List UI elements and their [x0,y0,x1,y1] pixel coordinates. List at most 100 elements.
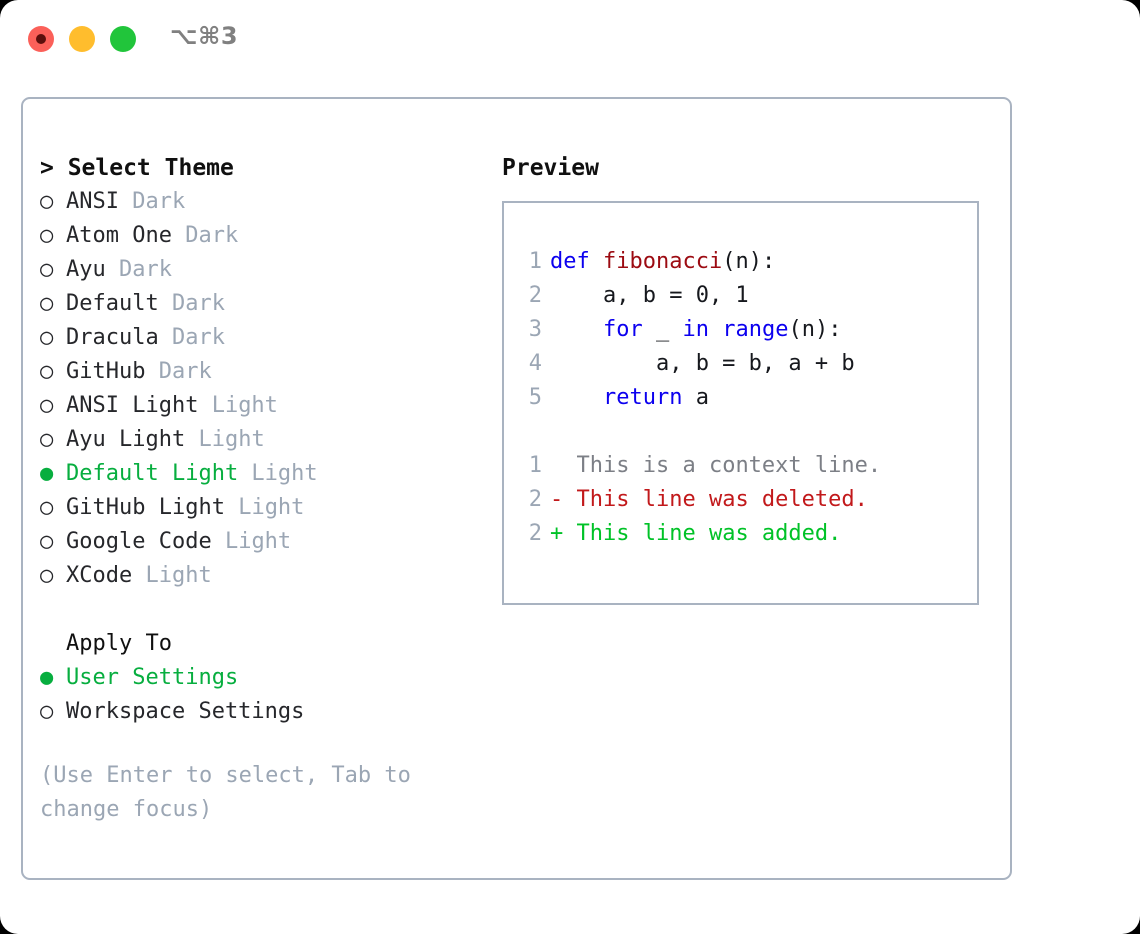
theme-option-label: GitHub [66,359,146,384]
apply-to-option-label: Workspace Settings [66,699,305,724]
list-spacer [40,593,470,627]
code-keyword: for [602,317,643,342]
code-text: a, b = 0, 1 [550,283,749,308]
diff-line: 2- This line was deleted. [520,483,971,517]
diff-text: This line was deleted. [576,487,868,512]
line-number: 2 [528,521,542,546]
theme-option-tag: Light [198,393,278,418]
diff-marker [550,453,577,478]
radio-unselected-icon[interactable]: ○ [40,189,54,214]
code-line: 5 return a [520,381,971,415]
code-text [709,317,722,342]
diff-marker: + [550,521,577,546]
diff-line: 1 This is a context line. [520,449,971,483]
main-panel: > Select Theme ○ANSI Dark○Atom One Dark○… [21,97,1012,880]
radio-unselected-icon[interactable]: ○ [40,699,54,724]
radio-selected-icon[interactable]: ● [40,461,54,486]
line-number: 1 [528,453,542,478]
select-theme-heading: > Select Theme [40,155,234,181]
help-text: (Use Enter to select, Tab to change focu… [40,763,411,822]
theme-option-row[interactable]: ○ Ayu Dark [40,253,470,287]
keyboard-shortcut-label: ⌥⌘3 [170,22,239,50]
code-keyword: def [550,249,603,274]
theme-option-tag: Dark [118,189,186,214]
radio-unselected-icon[interactable]: ○ [40,257,54,282]
code-keyword: return [602,385,683,410]
code-text [550,385,603,410]
radio-unselected-icon[interactable]: ○ [40,529,54,554]
preview-heading: Preview [502,155,599,181]
diff-line: 2+ This line was added. [520,517,971,551]
code-keyword: in [682,317,709,342]
theme-option-label: Ayu [66,257,106,282]
code-function-name: fibonacci [602,249,723,274]
theme-option-tag: Dark [158,325,225,350]
radio-unselected-icon[interactable]: ○ [40,223,54,248]
theme-option-label: XCode [66,563,133,588]
theme-option-row[interactable]: ○GitHub Dark [40,355,470,389]
theme-option-row[interactable]: ○ Google Code Light [40,525,470,559]
theme-option-tag: Dark [171,223,239,248]
code-line: 1 def fibonacci(n): [520,245,971,279]
theme-option-row[interactable]: ○ Dracula Dark [40,321,470,355]
radio-unselected-icon[interactable]: ○ [40,495,54,520]
theme-option-row[interactable]: ○Ayu Light Light [40,423,470,457]
theme-option-row[interactable]: ○XCode Light [40,559,470,593]
code-text: a [682,385,709,410]
theme-option-label: Default Light [66,461,239,486]
code-line: 2 a, b = 0, 1 [520,279,971,313]
theme-option-row[interactable]: ○ ANSI Dark [40,185,470,219]
diff-sample: 1 This is a context line.2- This line wa… [520,449,971,551]
code-text: _ [642,317,683,342]
theme-option-label: ANSI [66,189,119,214]
theme-option-row[interactable]: ●Default Light Light [40,457,470,491]
line-number: 5 [528,385,542,410]
code-line: 4 a, b = b, a + b [520,347,971,381]
line-number: 2 [528,283,542,308]
diff-marker: - [550,487,577,512]
theme-option-label: Default [66,291,159,316]
diff-text: This is a context line. [576,453,882,478]
radio-unselected-icon[interactable]: ○ [40,393,54,418]
radio-unselected-icon[interactable]: ○ [40,359,54,384]
theme-option-tag: Light [211,529,292,554]
theme-option-label: Dracula [66,325,159,350]
theme-option-label: Google Code [66,529,212,554]
code-text: a, b = b, a + b [550,351,855,376]
theme-option-tag: Dark [158,291,225,316]
code-text: (n): [722,249,776,274]
maximize-button[interactable] [110,26,136,52]
theme-option-label: Atom One [66,223,172,248]
theme-option-tag: Dark [105,257,172,282]
apply-to-list: ● User Settings ○ Workspace Settings [40,661,470,729]
radio-unselected-icon[interactable]: ○ [40,291,54,316]
radio-unselected-icon[interactable]: ○ [40,563,54,588]
line-number: 1 [528,249,542,274]
apply-to-option-row[interactable]: ○ Workspace Settings [40,695,470,729]
radio-selected-icon[interactable]: ● [40,665,54,690]
radio-unselected-icon[interactable]: ○ [40,427,54,452]
title-bar: ⌥⌘3 [0,0,1140,78]
theme-option-label: GitHub Light [66,495,225,520]
theme-option-row[interactable]: ○ Default Dark [40,287,470,321]
theme-picker-column: > Select Theme ○ANSI Dark○Atom One Dark○… [40,151,470,827]
theme-option-row[interactable]: ○ Atom One Dark [40,219,470,253]
theme-option-tag: Light [224,495,305,520]
minimize-button[interactable] [69,26,95,52]
radio-unselected-icon[interactable]: ○ [40,325,54,350]
code-keyword: range [722,317,789,342]
theme-option-row[interactable]: ○ ANSI Light Light [40,389,470,423]
code-text [550,317,603,342]
theme-option-label: ANSI Light [66,393,199,418]
line-number: 2 [528,487,542,512]
apply-to-option-label: User Settings [66,665,239,690]
theme-option-row[interactable]: ○ GitHub Light Light [40,491,470,525]
apply-to-option-row[interactable]: ● User Settings [40,661,470,695]
theme-list: ○ ANSI Dark ○ Atom One Dark ○ Ayu Dark ○ Defaul… [40,185,470,593]
close-button[interactable] [28,26,54,52]
